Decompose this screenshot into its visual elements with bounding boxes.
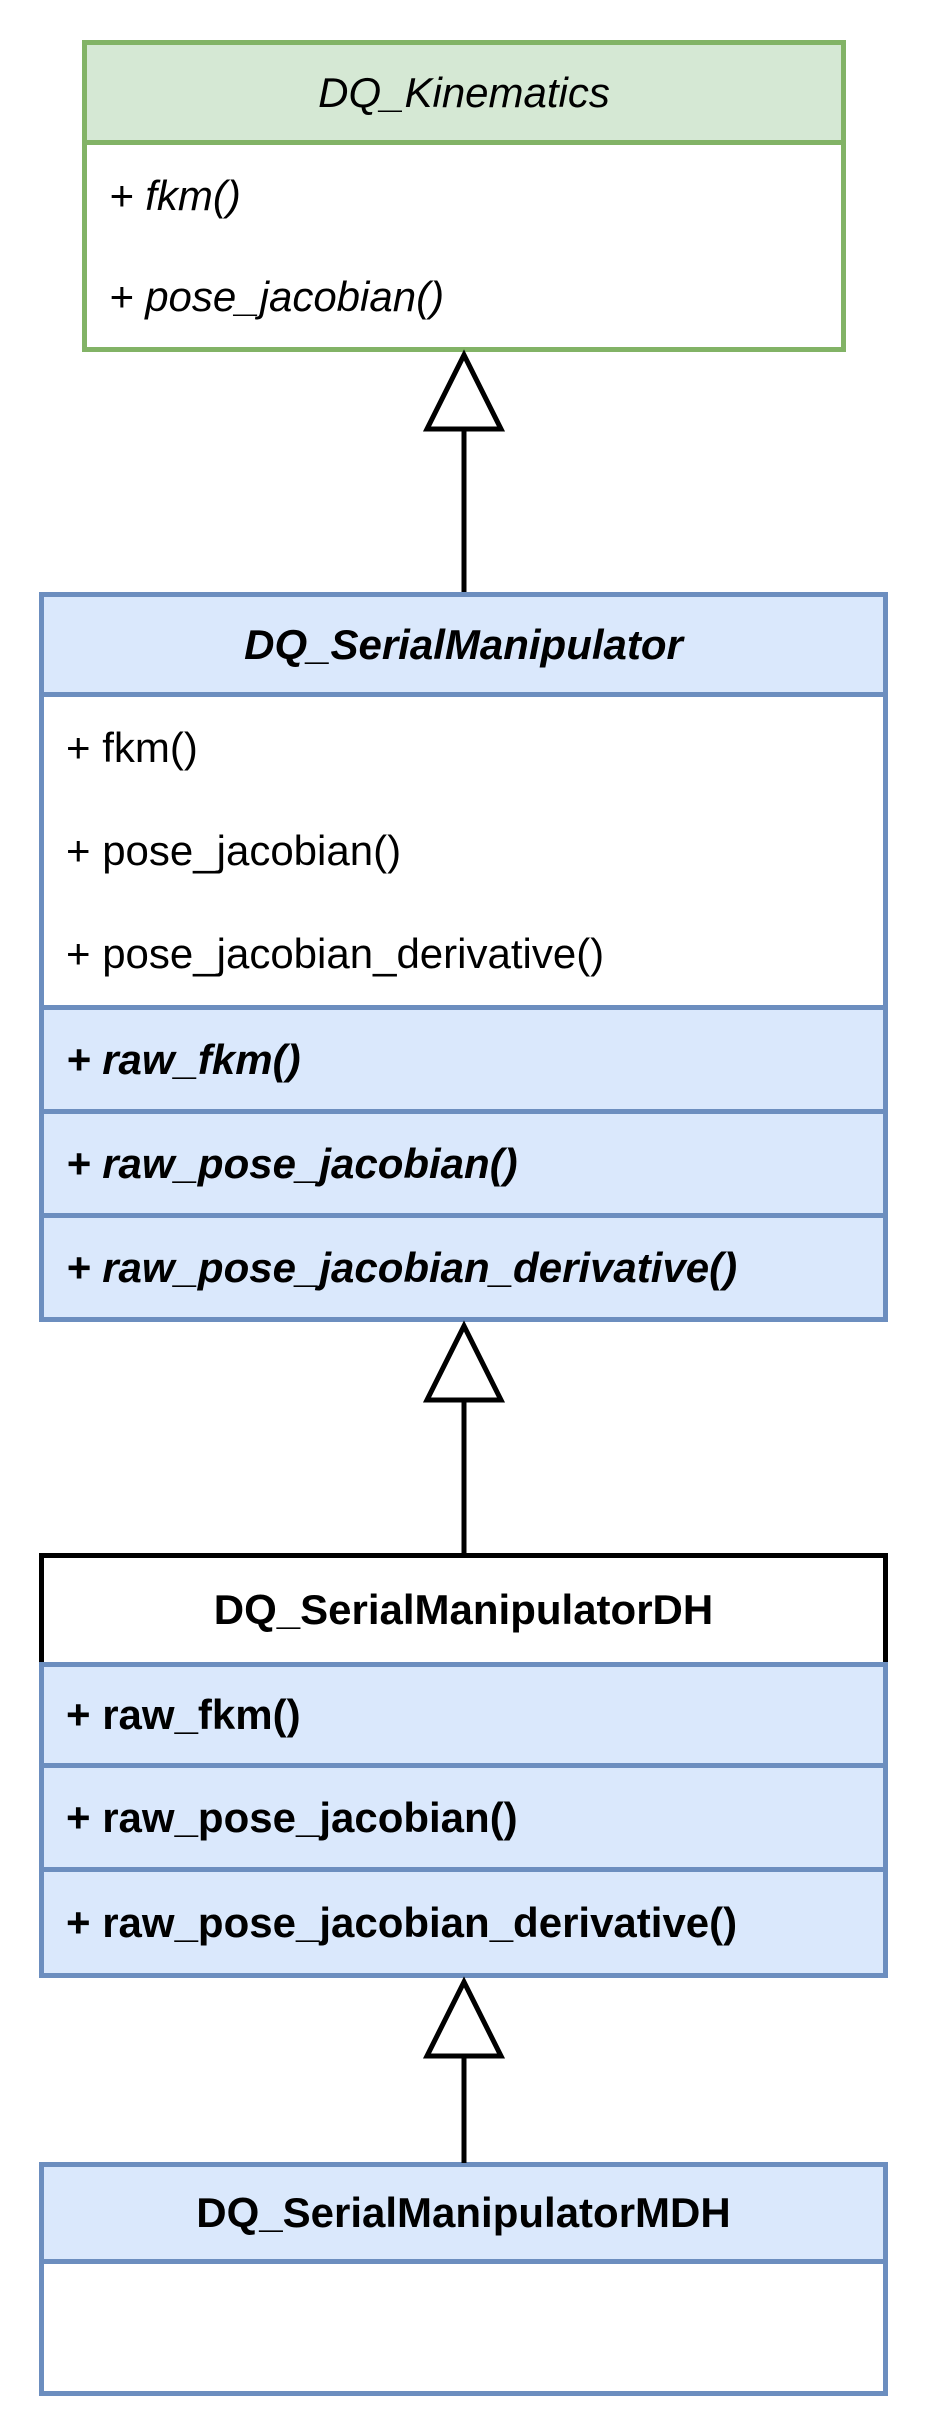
method-section-dq-kinematics: + fkm() + pose_jacobian()	[82, 145, 846, 352]
class-title-dq-kinematics: DQ_Kinematics	[82, 40, 846, 145]
method-raw-pose-jacobian-derivative: + raw_pose_jacobian_derivative()	[39, 1872, 888, 1978]
method-section-dq-serialmanipulator: + fkm() + pose_jacobian() + pose_jacobia…	[39, 697, 888, 1010]
method-fkm: + fkm()	[66, 724, 198, 772]
inheritance-arrow-serialmanipulatormdh-to-serialmanipulatordh	[422, 1976, 506, 2163]
method-raw-pose-jacobian-derivative: + raw_pose_jacobian_derivative()	[39, 1218, 888, 1322]
class-box-dq-serialmanipulatordh: DQ_SerialManipulatorDH + raw_fkm() + raw…	[39, 1553, 888, 1978]
class-title-dq-serialmanipulatormdh: DQ_SerialManipulatorMDH	[39, 2162, 888, 2264]
method-raw-pose-jacobian: + raw_pose_jacobian()	[39, 1768, 888, 1872]
method-raw-fkm: + raw_fkm()	[39, 1010, 888, 1114]
inheritance-arrow-serialmanipulatordh-to-serialmanipulator	[422, 1320, 506, 1553]
inheritance-arrow-serialmanipulator-to-kinematics	[422, 349, 506, 592]
class-box-dq-serialmanipulatormdh: DQ_SerialManipulatorMDH	[39, 2162, 888, 2396]
method-pose-jacobian-derivative: + pose_jacobian_derivative()	[66, 929, 605, 977]
empty-section-dq-serialmanipulatormdh	[39, 2264, 888, 2396]
class-title-dq-serialmanipulator: DQ_SerialManipulator	[39, 592, 888, 697]
method-fkm: + fkm()	[109, 171, 241, 219]
method-pose-jacobian: + pose_jacobian()	[109, 272, 445, 320]
class-title-dq-serialmanipulatordh: DQ_SerialManipulatorDH	[39, 1553, 888, 1662]
method-raw-pose-jacobian: + raw_pose_jacobian()	[39, 1114, 888, 1218]
class-box-dq-serialmanipulator: DQ_SerialManipulator + fkm() + pose_jaco…	[39, 592, 888, 1322]
class-box-dq-kinematics: DQ_Kinematics + fkm() + pose_jacobian()	[82, 40, 846, 352]
method-pose-jacobian: + pose_jacobian()	[66, 827, 402, 874]
method-raw-fkm: + raw_fkm()	[39, 1662, 888, 1768]
